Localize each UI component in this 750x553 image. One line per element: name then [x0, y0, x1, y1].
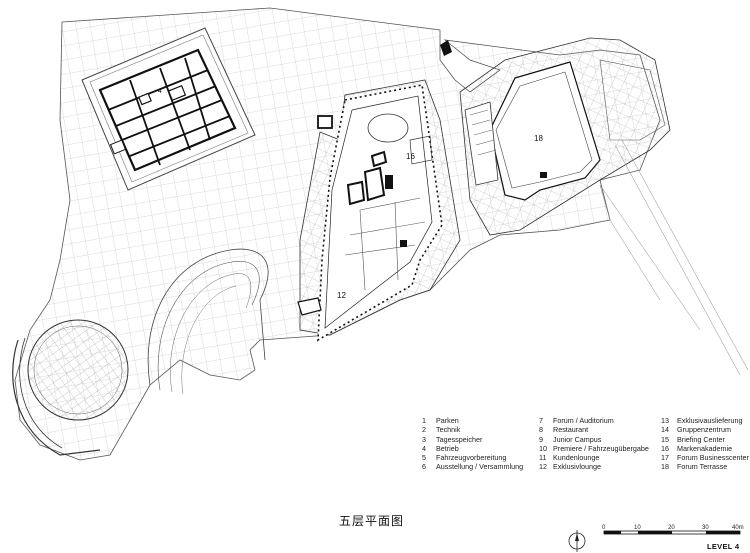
legend-item: 4 Betrieb: [420, 444, 523, 453]
legend-num: 13: [661, 416, 669, 425]
scale-tick-10: 10: [634, 525, 641, 531]
legend-label: Exklusivlounge: [553, 462, 601, 472]
legend-num: 11: [539, 453, 547, 463]
legend-label: Restaurant: [553, 425, 589, 435]
legend-item: 16 Markenakademie: [659, 444, 749, 453]
legend-label: Technik: [436, 425, 461, 435]
legend-item: 2 Technik: [420, 425, 523, 434]
legend-label: Junior Campus: [553, 434, 602, 444]
legend-label: Parken: [436, 416, 459, 425]
legend-num: 8: [539, 425, 543, 435]
legend-label: Markenakademie: [677, 443, 733, 453]
scale-tick-20: 20: [668, 525, 675, 531]
legend-item: 11 Kundenlounge: [537, 453, 649, 462]
scale-tick-40m: 40m: [732, 525, 744, 531]
room-label-4: 4: [158, 88, 162, 95]
legend-item: 17 Forum Businesscenter: [659, 453, 749, 462]
legend-item: 8 Restaurant: [537, 425, 649, 434]
block-4: [81, 27, 256, 191]
block-16-12: [299, 79, 461, 342]
round-drum: [12, 319, 129, 456]
legend-num: 5: [422, 453, 426, 463]
legend-item: 6 Ausstellung / Versammlung: [420, 462, 523, 471]
scale-bar: [603, 530, 741, 535]
legend-item: 15 Briefing Center: [659, 435, 749, 444]
legend-column-2: 7 Forum / Auditorium 8 Restaurant 9 Junior …: [537, 416, 649, 472]
block-18: [440, 37, 671, 236]
legend-label: Briefing Center: [677, 434, 725, 444]
legend-item: 7 Forum / Auditorium: [537, 416, 649, 425]
legend-num: 17: [661, 453, 669, 463]
legend-label: Ausstellung / Versammlung: [436, 462, 524, 472]
scale-tick-30: 30: [702, 525, 709, 531]
room-label-12: 12: [337, 291, 346, 300]
legend-num: 9: [539, 434, 543, 444]
legend-label: Premiere / Fahrzeugübergabe: [553, 443, 649, 453]
legend-num: 4: [422, 443, 426, 453]
legend-item: 14 Gruppenzentrum: [659, 425, 749, 434]
legend-num: 10: [539, 443, 547, 453]
legend-item: 12 Exklusivlounge: [537, 462, 649, 471]
legend-label: Forum / Auditorium: [553, 416, 614, 425]
legend-num: 3: [422, 434, 426, 444]
small-pavilion-b: [297, 297, 322, 316]
legend-num: 14: [661, 425, 669, 435]
room-label-16: 16: [406, 152, 415, 161]
level-label: LEVEL 4: [707, 542, 740, 551]
legend-label: Fahrzeugvorbereitung: [436, 453, 507, 463]
legend-label: Forum Businesscenter: [677, 453, 749, 463]
ramp-curve: [147, 248, 269, 386]
legend-item: 13 Exklusivauslieferung: [659, 416, 749, 425]
legend-label: Exklusivauslieferung: [677, 416, 743, 425]
legend-item: 18 Forum Terrasse: [659, 462, 749, 471]
legend-num: 6: [422, 462, 426, 472]
legend-label: Forum Terrasse: [677, 462, 728, 472]
scale-tick-0: 0: [602, 525, 606, 531]
north-arrow-icon: [568, 530, 586, 552]
plan-caption: 五层平面图: [339, 514, 405, 528]
legend-label: Kundenlounge: [553, 453, 600, 463]
legend-item: 5 Fahrzeugvorbereitung: [420, 453, 523, 462]
legend-num: 15: [661, 434, 669, 444]
legend-item: 1 Parken: [420, 416, 523, 425]
legend-item: 9 Junior Campus: [537, 435, 649, 444]
room-label-18: 18: [534, 134, 543, 143]
legend-label: Tagesspeicher: [436, 434, 483, 444]
small-pavilion-a: [317, 115, 333, 129]
legend-num: 16: [661, 443, 669, 453]
legend-column-1: 1 Parken 2 Technik 3 Tagesspeicher 4 Betrieb…: [420, 416, 523, 472]
legend-item: 3 Tagesspeicher: [420, 435, 523, 444]
legend-num: 18: [661, 462, 669, 472]
legend-num: 7: [539, 416, 543, 425]
legend-label: Gruppenzentrum: [677, 425, 731, 435]
legend-num: 12: [539, 462, 547, 472]
legend-label: Betrieb: [436, 443, 459, 453]
legend-item: 10 Premiere / Fahrzeugübergabe: [537, 444, 649, 453]
legend-num: 1: [422, 416, 426, 425]
legend-num: 2: [422, 425, 426, 435]
